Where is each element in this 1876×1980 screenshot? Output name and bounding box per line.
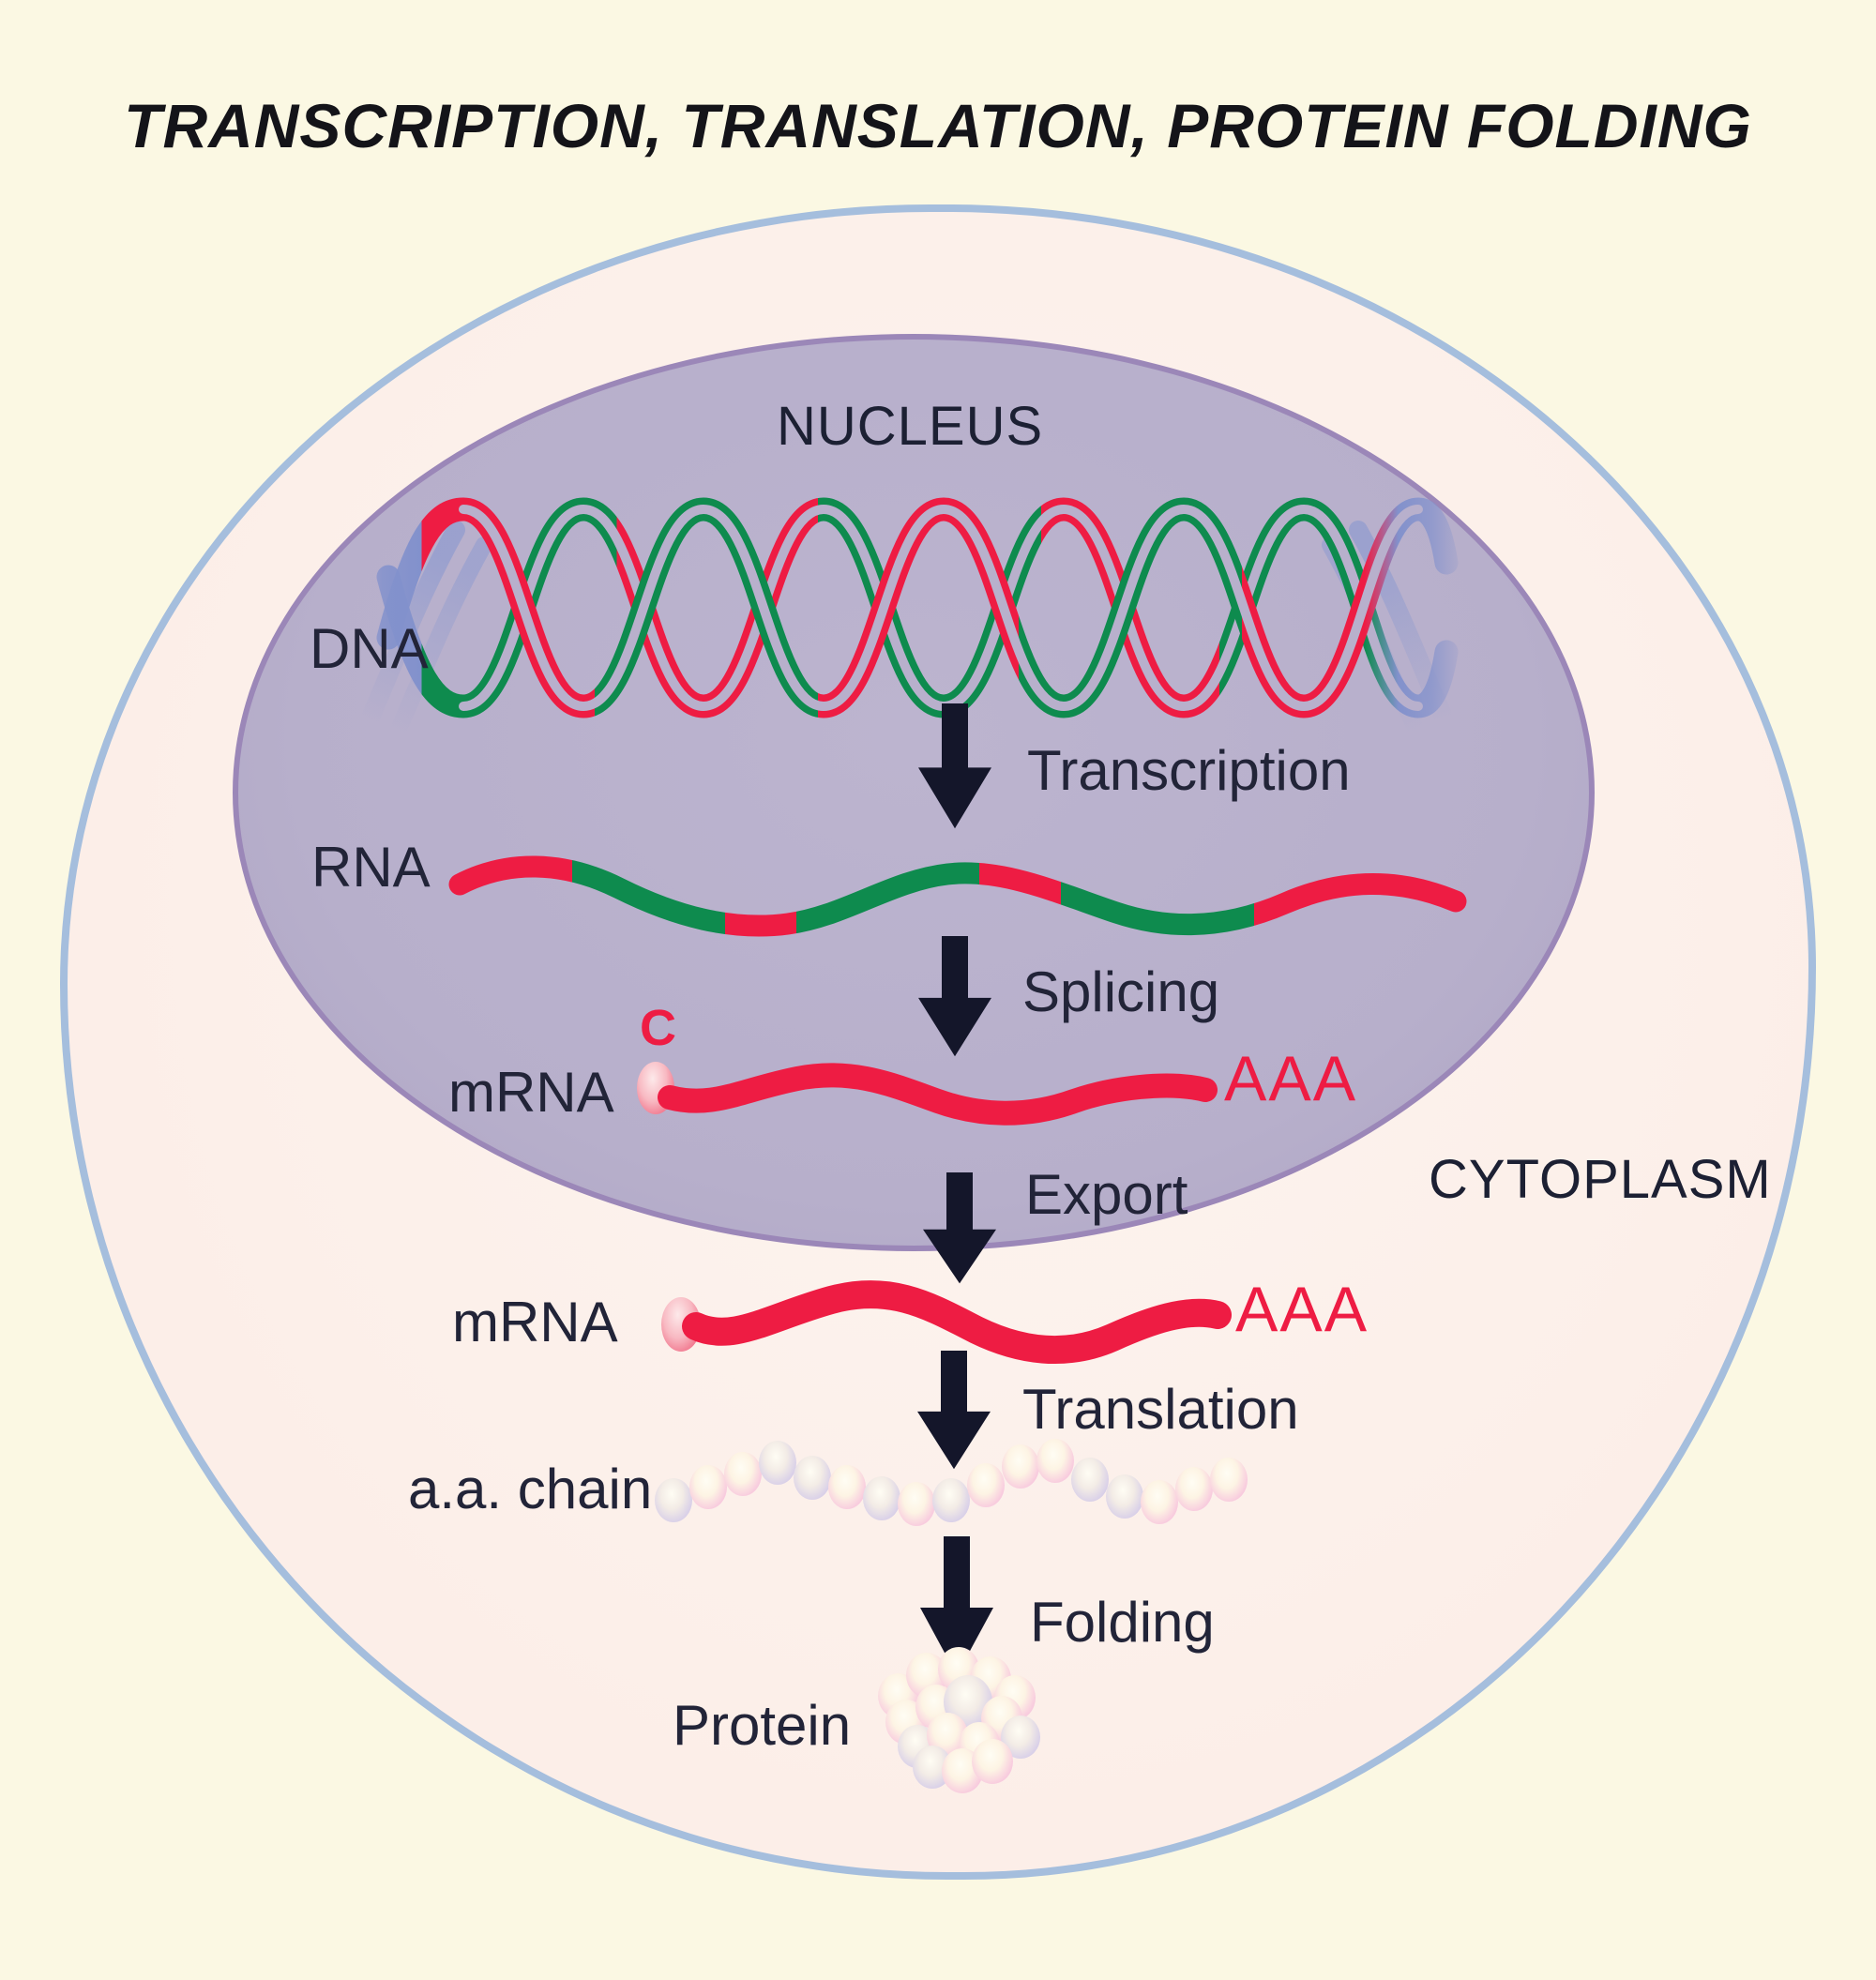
protein-label: Protein <box>673 1694 852 1757</box>
aa-chain-label: a.a. chain <box>408 1458 653 1520</box>
mrna-cap-letter: C <box>640 1000 676 1056</box>
cytoplasmic-poly-a-label: AAA <box>1235 1274 1369 1345</box>
splicing-arrow <box>918 936 991 1057</box>
amino-acid-bead <box>932 1478 970 1522</box>
amino-acid-bead <box>655 1478 692 1522</box>
folding-arrow <box>920 1536 993 1675</box>
amino-acid-bead <box>1036 1439 1074 1483</box>
dna-label: DNA <box>310 617 429 680</box>
amino-acid-bead <box>828 1465 866 1509</box>
nuclear-mrna-label: mRNA <box>448 1061 614 1124</box>
rna-label: RNA <box>311 836 431 899</box>
export-label: Export <box>1025 1163 1188 1226</box>
amino-acid-bead <box>724 1452 762 1496</box>
nuclear-mrna-graphic <box>658 1063 1218 1126</box>
amino-acid-bead <box>1106 1474 1143 1519</box>
dna-helix-graphic <box>360 497 1459 735</box>
amino-acid-bead <box>794 1456 831 1500</box>
amino-acid-bead <box>1210 1458 1248 1502</box>
rna-ribbon-graphic <box>448 855 1467 937</box>
amino-acid-bead <box>1175 1467 1213 1511</box>
transcription-arrow <box>918 703 991 829</box>
amino-acid-bead <box>1002 1444 1039 1489</box>
nucleus-label: NUCLEUS <box>777 396 1044 457</box>
dna-end-tail-left <box>391 537 492 735</box>
translation-label: Translation <box>1022 1378 1299 1441</box>
nuclear-poly-a-label: AAA <box>1224 1043 1358 1114</box>
transcription-label: Transcription <box>1027 739 1351 802</box>
amino-acid-bead <box>689 1465 727 1509</box>
amino-acid-bead <box>863 1476 900 1520</box>
translation-arrow <box>917 1351 991 1470</box>
cytoplasm-label: CYTOPLASM <box>1429 1149 1772 1210</box>
cytoplasmic-mrna-graphic <box>682 1280 1232 1364</box>
folding-label: Folding <box>1030 1591 1215 1654</box>
page-title: TRANSCRIPTION, TRANSLATION, PROTEIN FOLD… <box>124 91 1752 160</box>
amino-acid-bead <box>1071 1458 1109 1502</box>
amino-acid-bead <box>759 1441 796 1485</box>
amino-acid-bead <box>967 1463 1005 1507</box>
protein-bead <box>972 1739 1013 1784</box>
cytoplasmic-mrna-label: mRNA <box>452 1291 618 1353</box>
amino-acid-bead <box>898 1482 935 1526</box>
amino-acid-bead <box>1141 1480 1178 1524</box>
export-arrow <box>923 1172 996 1284</box>
splicing-label: Splicing <box>1022 960 1220 1023</box>
dna-strand-hollow <box>459 504 1423 712</box>
